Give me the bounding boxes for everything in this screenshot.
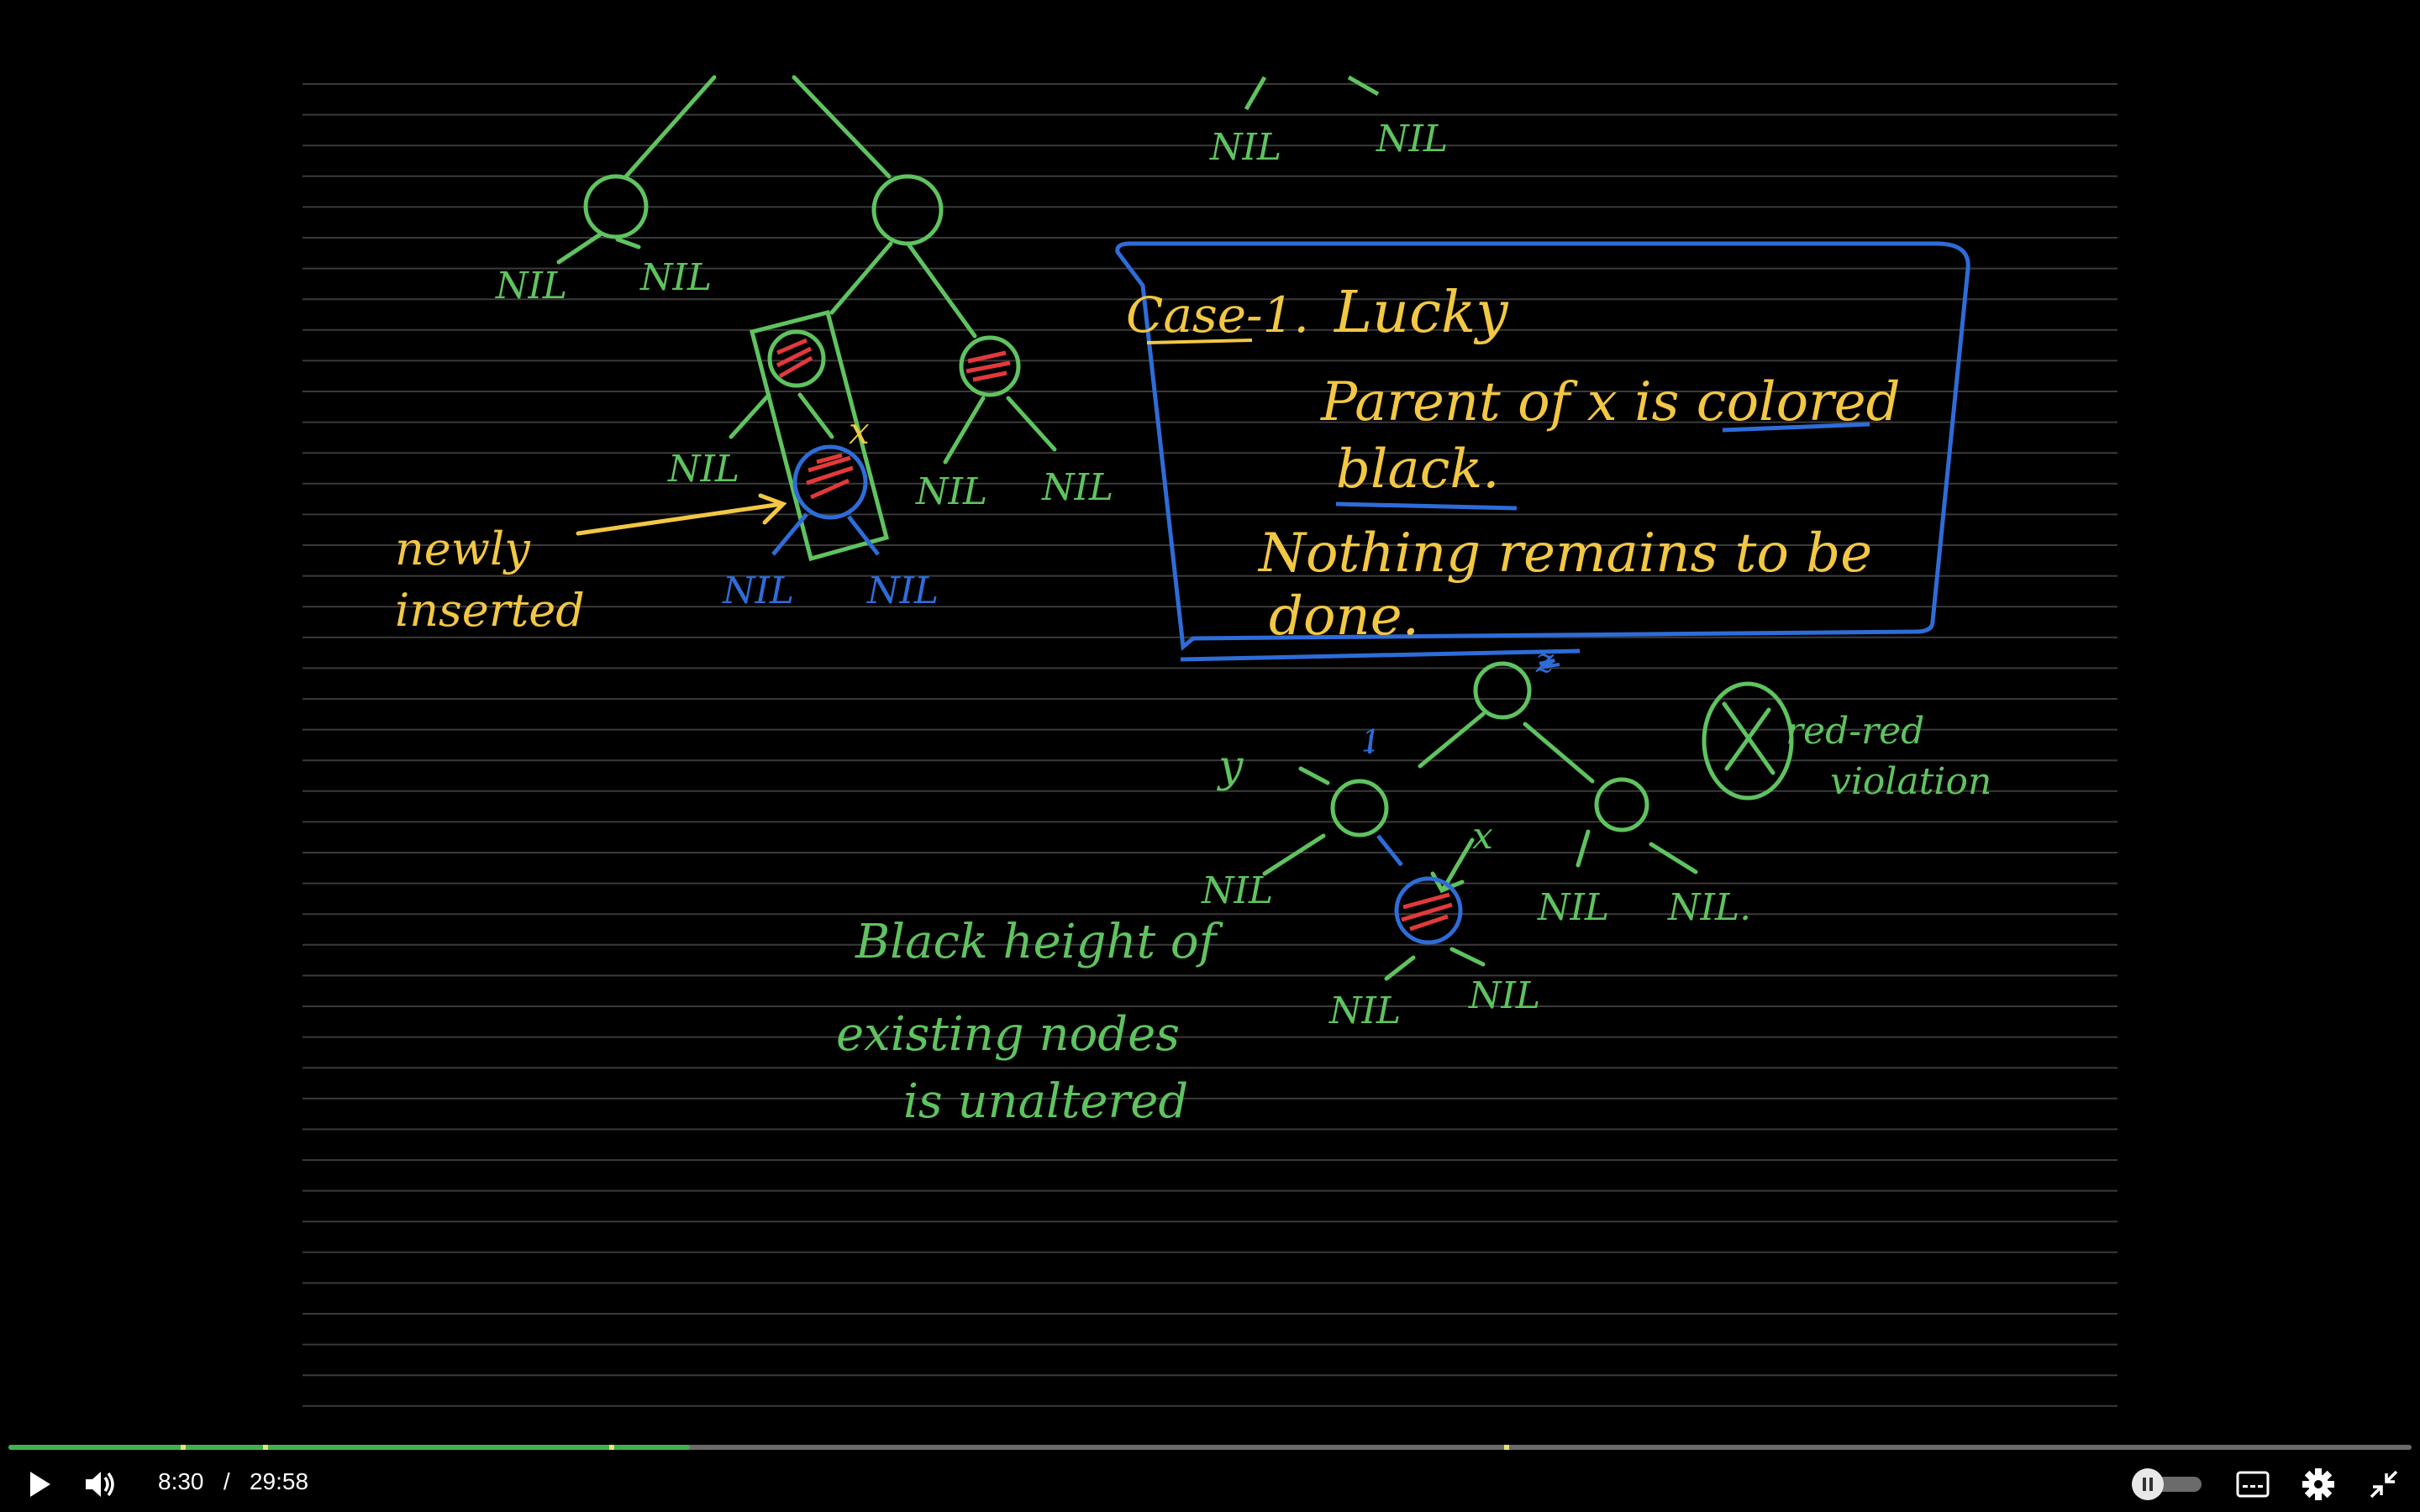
- nil-label: NIL: [639, 256, 712, 299]
- exit-fullscreen-icon[interactable]: [2365, 1465, 2403, 1504]
- lower-red-node: [1376, 834, 1463, 945]
- nil-label: NIL: [1201, 869, 1273, 912]
- violation-label-line1: red-red: [1786, 710, 1924, 753]
- nil-label: NIL: [1468, 974, 1540, 1017]
- case-text-line2: black.: [1336, 438, 1500, 501]
- nil-label: NIL: [1328, 990, 1401, 1032]
- nil-label: NIL: [1041, 466, 1113, 509]
- z-label: z: [1535, 642, 1555, 680]
- nil-label: NIL: [495, 265, 567, 307]
- note-line2: existing nodes: [836, 1007, 1180, 1062]
- case-title-word: Lucky: [1333, 280, 1509, 346]
- autoplay-toggle-icon[interactable]: [2126, 1465, 2207, 1504]
- case-title-underline: [1146, 339, 1253, 344]
- volume-icon[interactable]: [81, 1465, 119, 1504]
- newly-inserted-note-line1: newly: [395, 522, 531, 575]
- duration: 29:58: [249, 1468, 309, 1494]
- time-display: 8:30 / 29:58: [158, 1468, 308, 1495]
- nil-label-blue: NIL: [722, 570, 794, 612]
- top-tree: [556, 75, 1057, 562]
- case-text-line4: done.: [1269, 585, 1419, 648]
- x-label-lower: x: [1472, 815, 1493, 858]
- nil-label: NIL.: [1667, 886, 1751, 929]
- x-label: x: [849, 410, 870, 453]
- note-line1: Black height of: [855, 915, 1224, 969]
- settings-gear-icon[interactable]: [2299, 1465, 2338, 1504]
- time-separator: /: [223, 1468, 230, 1494]
- nil-label: NIL: [915, 470, 987, 513]
- newly-inserted-arrow: [576, 493, 787, 536]
- nil-label: NIL: [1209, 126, 1281, 169]
- play-icon[interactable]: [20, 1465, 59, 1504]
- violation-label-line2: violation: [1830, 760, 1991, 803]
- case-box-outline: [1115, 241, 1970, 651]
- case-text-line3: Nothing remains to be: [1257, 522, 1872, 585]
- case-underlines-blue: [1335, 422, 1870, 511]
- y-label: y: [1217, 742, 1244, 792]
- one-label: 1: [1361, 725, 1381, 759]
- nil-label: NIL: [667, 448, 739, 491]
- newly-inserted-node: [771, 444, 880, 556]
- top-right-tree-fragment: [1244, 75, 1380, 111]
- red-nodes-top: [776, 338, 1011, 382]
- ruled-paper-lines: [302, 83, 2118, 1407]
- current-time: 8:30: [158, 1468, 204, 1494]
- newly-inserted-note-line2: inserted: [395, 584, 585, 637]
- case-box-base-line: [1180, 648, 1581, 662]
- nil-label-blue: NIL: [866, 570, 939, 612]
- case-text-line1: Parent of x is colored: [1320, 371, 1901, 433]
- chapter-marker: [181, 1445, 186, 1450]
- nil-label: NIL: [1537, 886, 1609, 929]
- lower-blue-marks: [1368, 659, 1560, 754]
- note-line3: is unaltered: [903, 1074, 1188, 1129]
- chapter-marker: [609, 1445, 614, 1450]
- chapter-marker: [1504, 1445, 1509, 1450]
- case-title: Case-1.: [1126, 286, 1309, 344]
- progress-fill: [8, 1445, 691, 1450]
- progress-bar[interactable]: [8, 1445, 2412, 1450]
- lower-tree: [1262, 661, 1794, 981]
- nil-label: NIL: [1376, 118, 1448, 160]
- captions-icon[interactable]: [2233, 1465, 2272, 1504]
- chapter-marker: [263, 1445, 268, 1450]
